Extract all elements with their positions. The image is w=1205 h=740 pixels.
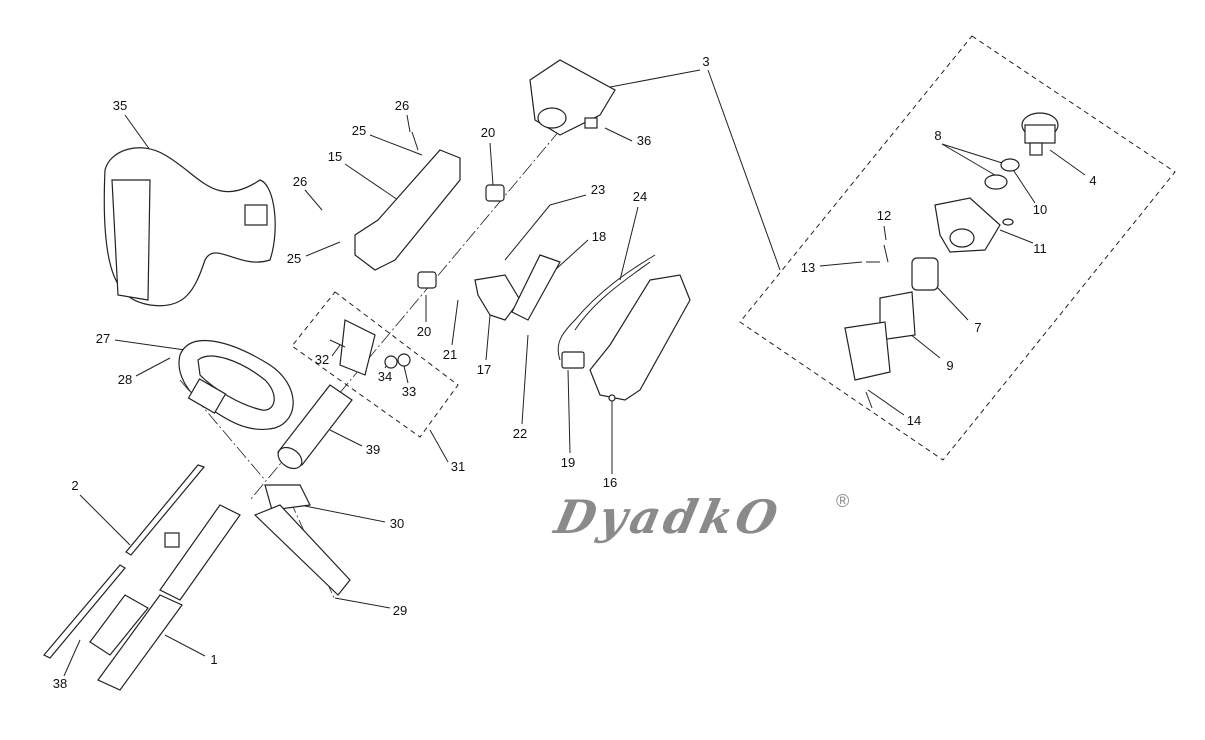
- callout-19: 19: [560, 455, 576, 470]
- callout-32: 32: [314, 352, 330, 367]
- registered-mark: ®: [836, 491, 850, 511]
- group-box-3: [739, 35, 1176, 461]
- part-7-housing: [844, 197, 1001, 409]
- part-2-drive-shaft: [125, 464, 206, 556]
- callout-27: 27: [95, 331, 111, 346]
- callout-11: 11: [1033, 241, 1047, 256]
- callout-26: 26: [394, 98, 410, 113]
- leader-lines: [63, 69, 1086, 677]
- part-15-handle: [354, 131, 461, 271]
- part-36-clutch-housing: [529, 59, 616, 136]
- callout-23: 23: [590, 182, 606, 197]
- callout-20b: 20: [416, 324, 432, 339]
- callout-12: 12: [876, 208, 892, 223]
- callout-25: 25: [351, 123, 367, 138]
- callout-15: 15: [327, 149, 343, 164]
- part-16-handle-housing: [589, 274, 691, 402]
- part-24-wiring: [557, 254, 656, 361]
- callout-8: 8: [934, 128, 942, 143]
- callout-21: 21: [442, 347, 458, 362]
- part-23-throttle-cable: [504, 204, 551, 261]
- callout-36: 36: [636, 133, 652, 148]
- part-19-switch: [561, 351, 585, 369]
- callout-39: 39: [365, 442, 381, 457]
- part-4-drive-shaft-adapter: [1021, 112, 1059, 156]
- callout-34: 34: [377, 369, 393, 384]
- part-20-clamps: [417, 184, 505, 289]
- callout-25b: 25: [286, 251, 302, 266]
- part-31-bracket-kit: [329, 319, 411, 376]
- callout-10: 10: [1032, 202, 1048, 217]
- part-30-tube-support: [253, 484, 351, 596]
- callout-13: 13: [800, 260, 816, 275]
- callout-17: 17: [476, 362, 492, 377]
- callout-24: 24: [632, 189, 648, 204]
- part-27-loop-handle: [178, 340, 294, 430]
- group-box-31: [291, 291, 459, 438]
- callout-16: 16: [602, 475, 618, 490]
- part-38-shaft-liner: [43, 564, 149, 659]
- callout-4: 4: [1089, 173, 1097, 188]
- callout-29: 29: [392, 603, 408, 618]
- callout-22: 22: [512, 426, 528, 441]
- callout-20: 20: [480, 125, 496, 140]
- callout-28: 28: [117, 372, 133, 387]
- callout-2: 2: [71, 478, 79, 493]
- callout-30: 30: [389, 516, 405, 531]
- part-8-bearings: [984, 158, 1020, 226]
- callout-14: 14: [906, 413, 922, 428]
- callout-3: 3: [702, 54, 710, 69]
- callout-33: 33: [401, 384, 417, 399]
- callout-9: 9: [946, 358, 954, 373]
- callout-35: 35: [112, 98, 128, 113]
- callout-7: 7: [974, 320, 982, 335]
- callout-38: 38: [52, 676, 68, 691]
- brand-logo: DyadkO: [550, 490, 787, 544]
- callout-18: 18: [591, 229, 607, 244]
- part-17-18-throttle-trigger: [474, 254, 561, 321]
- part-1-main-tube: [97, 504, 241, 691]
- callout-31: 31: [450, 459, 466, 474]
- part-35-harness: [103, 147, 276, 307]
- callout-1: 1: [210, 652, 218, 667]
- part-39-grip: [277, 384, 353, 470]
- callout-26b: 26: [292, 174, 308, 189]
